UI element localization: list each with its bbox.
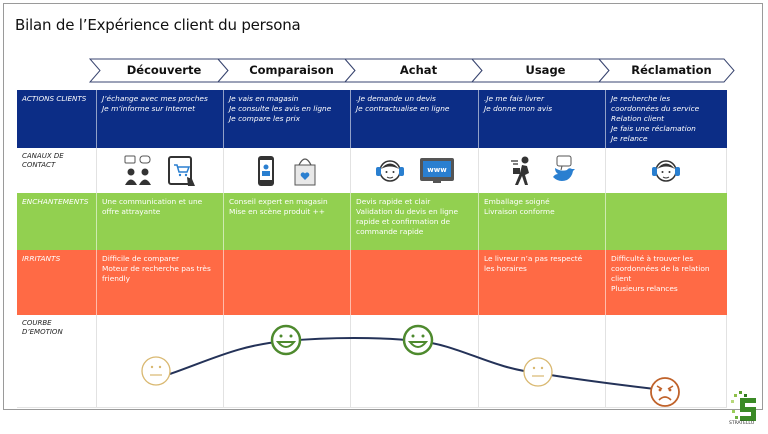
twitter-bird-icon: [553, 155, 575, 181]
stratello-logo-icon: [731, 391, 756, 421]
cell-ench-decouverte: Une communication et une offre attrayant…: [97, 193, 224, 250]
cell-canaux-decouverte: [97, 148, 224, 193]
cell-courbe-usage: [479, 315, 606, 407]
row-label: COURBE D’EMOTION: [17, 315, 97, 407]
phase-reclamation[interactable]: Réclamation: [631, 63, 712, 77]
cell-irr-decouverte: Difficile de comparer Moteur de recherch…: [97, 250, 224, 315]
cell-irr-comparaison: [224, 250, 351, 315]
angry-face-icon: [650, 377, 680, 407]
delivery-man-icon: [511, 156, 529, 185]
row-label: ACTIONS CLIENTS: [17, 90, 97, 148]
cell-irr-reclamation: Difficulté à trouver les coordonnées de …: [611, 254, 710, 293]
row-irritants: IRRITANTS Difficile de comparer Moteur d…: [17, 250, 727, 315]
logo-text: STRATELLO: [729, 421, 755, 426]
page-title: Bilan de l’Expérience client du persona: [15, 16, 301, 34]
cell-canaux-reclamation: [606, 148, 727, 193]
headset-agent-icon: [375, 159, 404, 182]
neutral-face-icon: [141, 356, 171, 386]
phase-chevrons: Découverte Comparaison Achat Usage Récla…: [88, 58, 738, 83]
happy-face-icon: [402, 324, 434, 356]
cell-canaux-achat: www: [351, 148, 479, 193]
happy-face-icon: [270, 324, 302, 356]
row-enchantements: ENCHANTEMENTS Une communication et une o…: [17, 193, 727, 250]
row-actions-clients: ACTIONS CLIENTS J’échange avec mes proch…: [17, 90, 727, 148]
smartphone-icon: [258, 155, 274, 186]
cell-actions-reclamation: Je recherche les coordonnées du service …: [611, 94, 700, 143]
cell-ench-comparaison: Conseil expert en magasin Mise en scène …: [224, 193, 351, 250]
row-canaux-contact: CANAUX DE CONTACT: [17, 148, 727, 194]
tablet-cart-icon: [168, 155, 195, 186]
phase-comparaison[interactable]: Comparaison: [249, 63, 334, 77]
phase-decouverte[interactable]: Découverte: [126, 63, 202, 77]
row-courbe-emotion: COURBE D’EMOTION: [17, 315, 727, 408]
cell-ench-usage: Emballage soigné Livraison conforme: [479, 193, 606, 250]
cell-courbe-achat: [351, 315, 479, 407]
row-label: CANAUX DE CONTACT: [17, 148, 97, 193]
headset-agent-icon: [652, 159, 680, 182]
phase-usage[interactable]: Usage: [525, 63, 566, 77]
cell-ench-achat: Devis rapide et clair Validation du devi…: [351, 193, 479, 250]
cell-irr-usage: Le livreur n’a pas respecté les horaires: [479, 250, 606, 315]
cell-actions-usage: .Je me fais livrer Je donne mon avis: [479, 90, 606, 148]
cell-courbe-comparaison: [224, 315, 351, 407]
cell-actions-comparaison: Je vais en magasin Je consulte les avis …: [224, 90, 351, 148]
chat-people-icon: [124, 155, 151, 185]
cell-irr-achat: [351, 250, 479, 315]
neutral-face-icon: [523, 357, 553, 387]
cell-courbe-reclamation: [606, 315, 727, 407]
cell-actions-decouverte: J’échange avec mes proches Je m’informe …: [97, 90, 224, 148]
chevron-shapes: [88, 58, 735, 83]
www-screen-icon: www: [419, 157, 454, 183]
shopping-bag-icon: [294, 157, 316, 185]
cell-canaux-comparaison: [224, 148, 351, 193]
row-label: IRRITANTS: [17, 250, 97, 315]
row-label: ENCHANTEMENTS: [17, 193, 97, 250]
svg-text:www: www: [427, 166, 447, 174]
cell-courbe-decouverte: [97, 315, 224, 407]
phase-achat[interactable]: Achat: [399, 63, 438, 77]
cell-actions-achat: .Je demande un devis Je contractualise e…: [351, 90, 479, 148]
cell-canaux-usage: [479, 148, 606, 193]
